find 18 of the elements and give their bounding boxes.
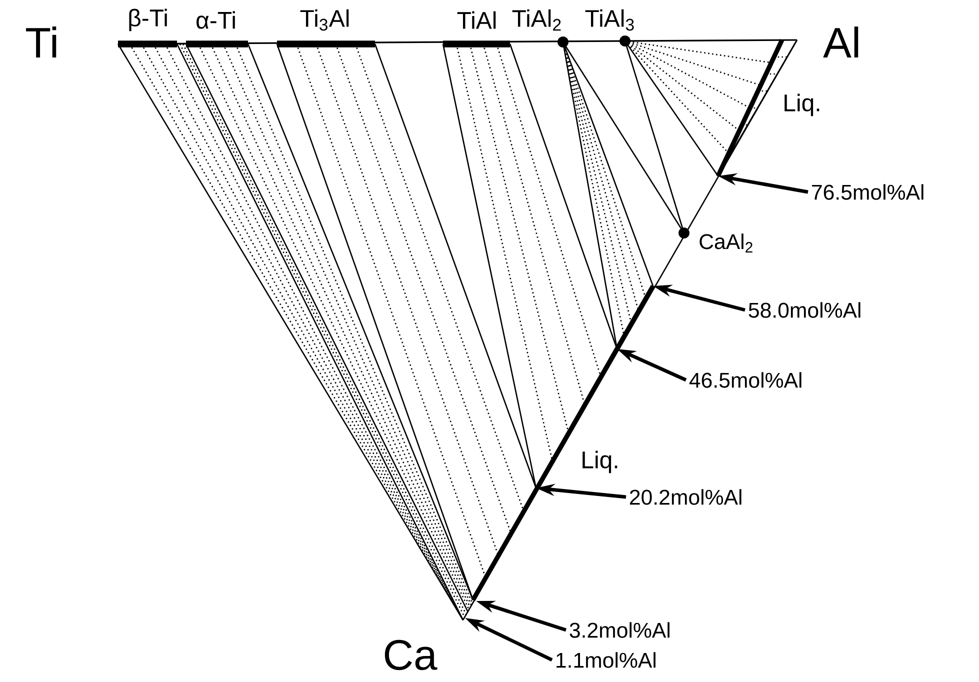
element-label: Al xyxy=(823,26,858,58)
composition-label: 58.0mol%Al xyxy=(748,302,860,318)
phase-label: TiAl$_{2}$ xyxy=(512,9,561,31)
phase-label: Ti$_{3}$Al xyxy=(300,9,349,31)
phase-label: TiAl$_{3}$ xyxy=(585,9,634,31)
phase-label: α-Ti xyxy=(196,11,235,29)
composition-label: 76.5mol%Al xyxy=(812,184,924,200)
phase-label: Liq. xyxy=(784,94,820,116)
element-label: Ti xyxy=(26,26,56,58)
phase-label: CaAl$_{2}$ xyxy=(700,234,752,252)
phase-label: β-Ti xyxy=(129,8,167,32)
element-label: Ca xyxy=(384,640,438,670)
phase-label: TiAl xyxy=(457,11,496,29)
composition-label: 20.2mol%Al xyxy=(630,489,742,505)
phase-label: Liq. xyxy=(582,450,618,474)
composition-label: 3.2mol%Al xyxy=(570,622,670,638)
composition-label: 1.1mol%Al xyxy=(556,652,656,668)
composition-label: 46.5mol%Al xyxy=(689,372,802,388)
